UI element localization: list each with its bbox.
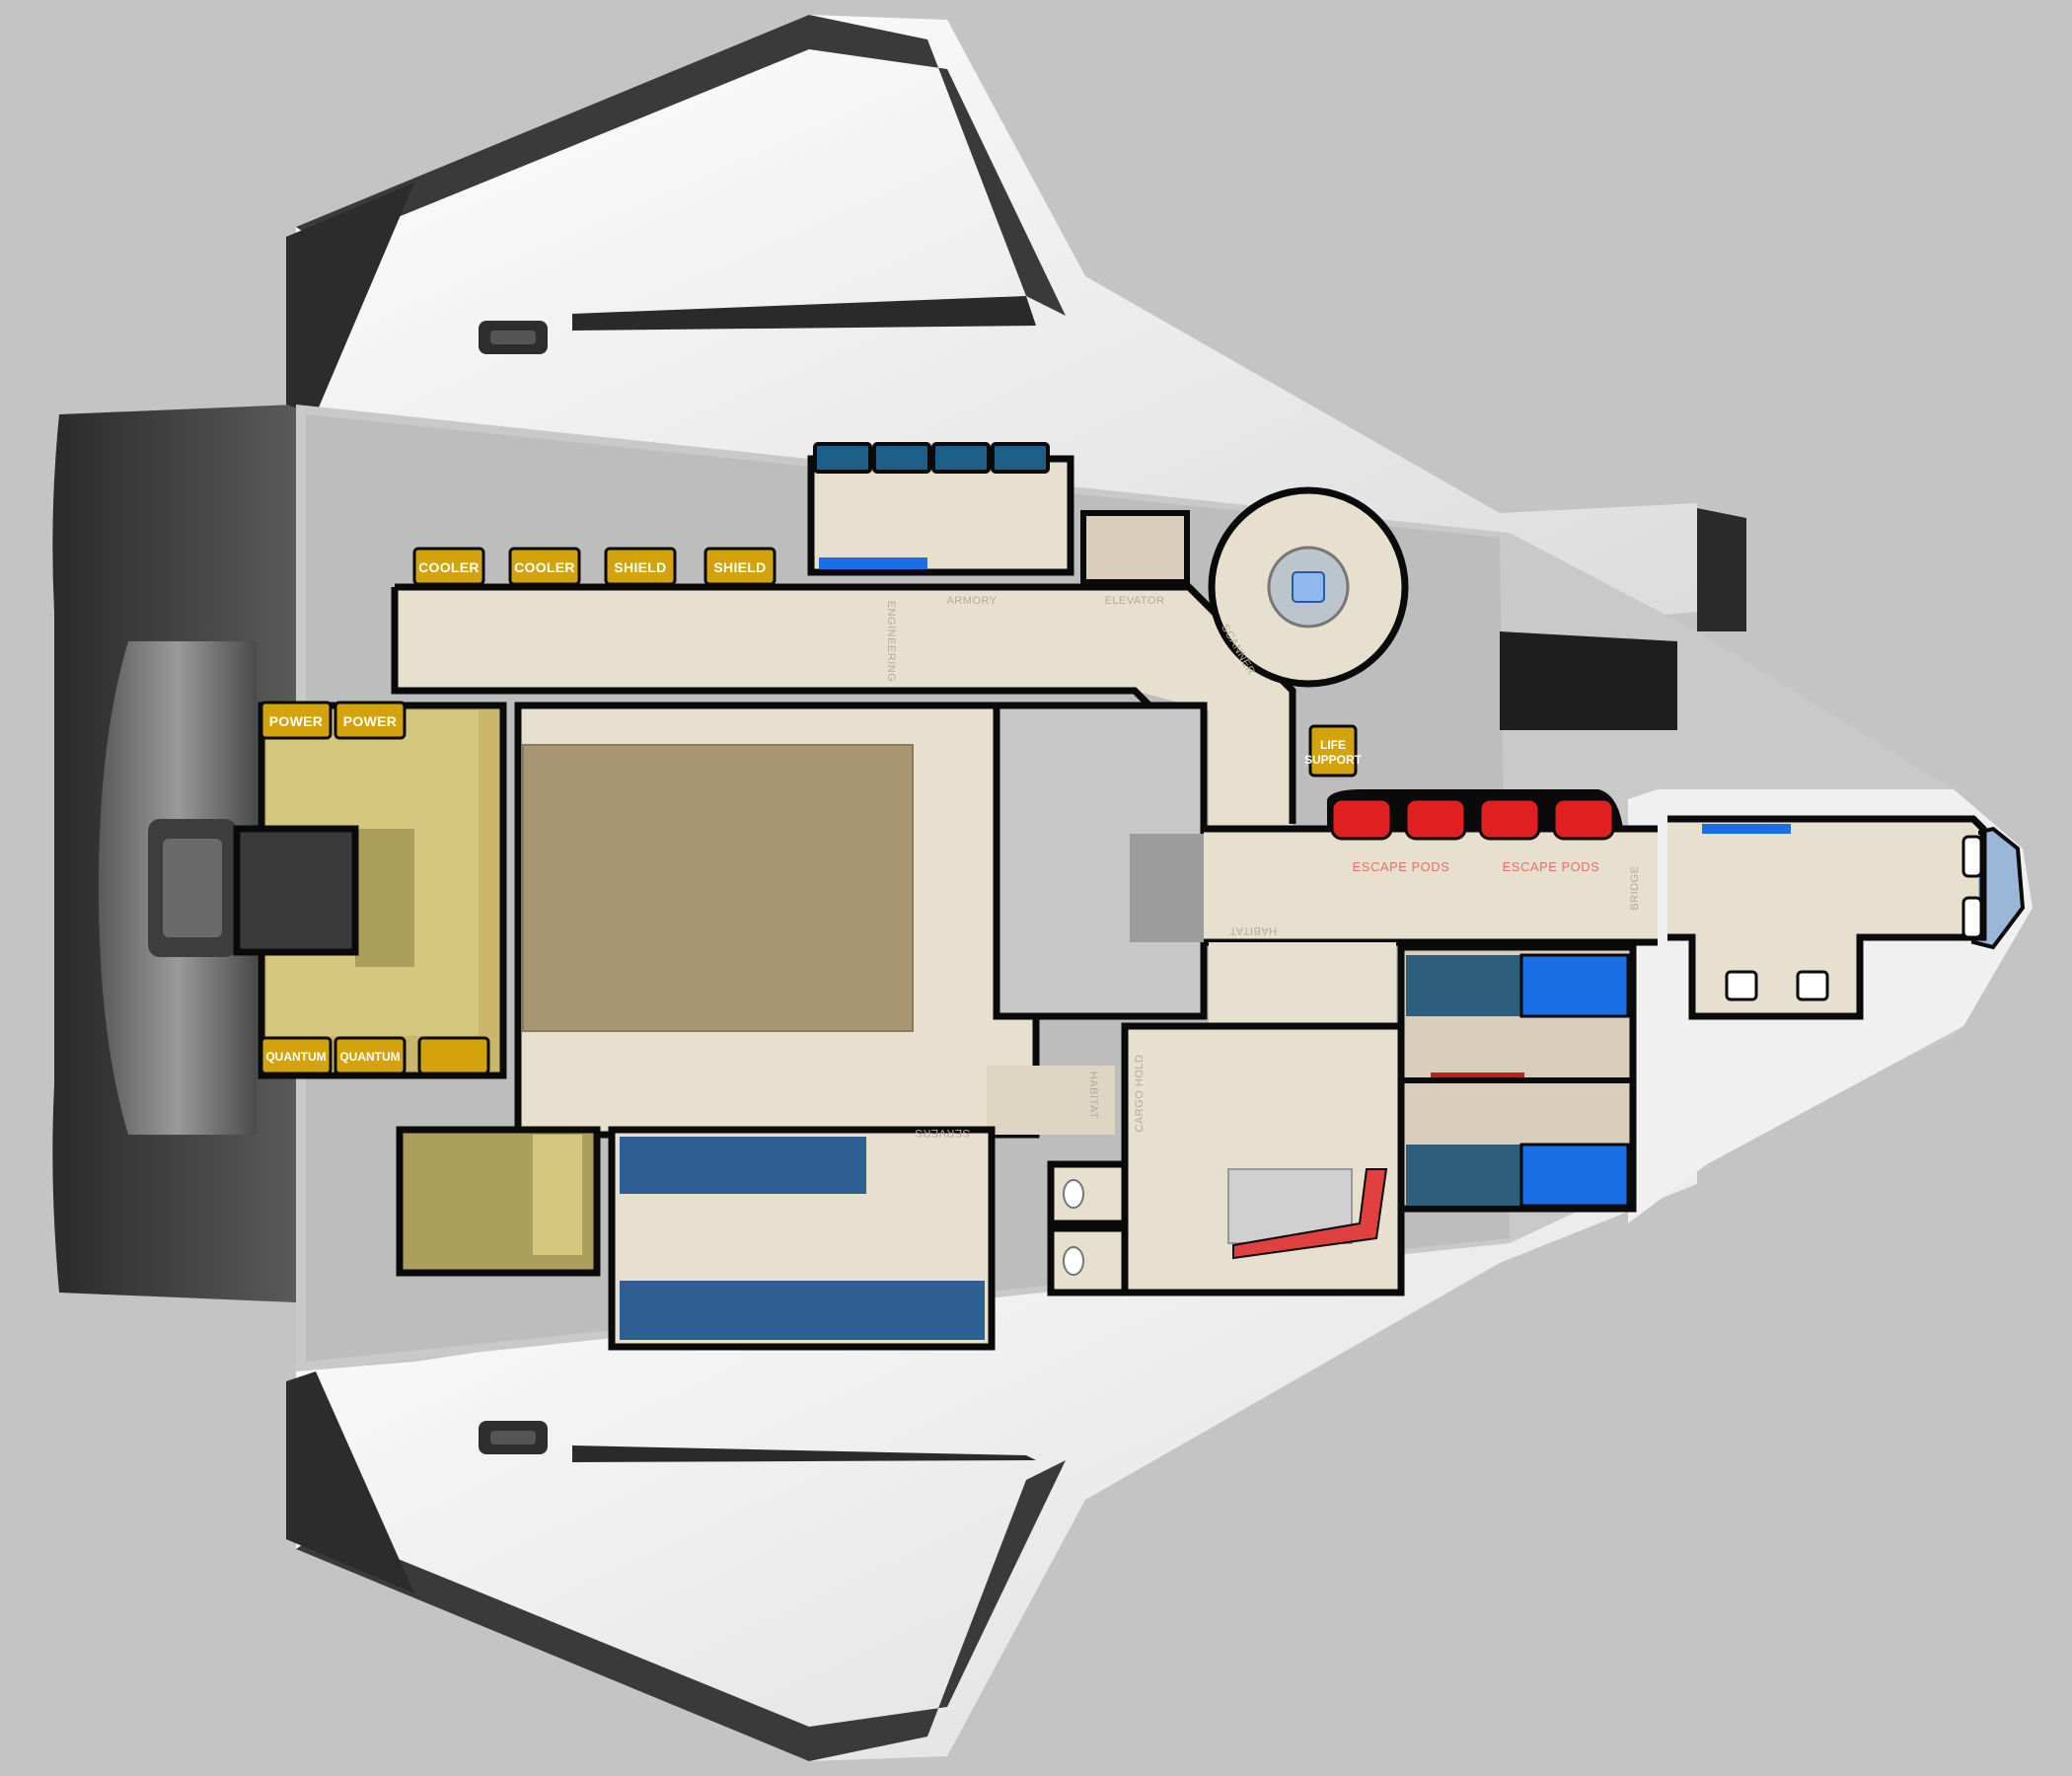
main-hall [514, 702, 1208, 1139]
escape-pods [1327, 789, 1623, 841]
lower-wing-outer-dark [286, 1371, 414, 1593]
cargo-block [396, 1126, 996, 1351]
armory-room [807, 442, 1074, 576]
servers-label: SERVERS [915, 1127, 970, 1139]
armory-label: ARMORY [946, 595, 997, 607]
bridge-label: BRIDGE [1629, 865, 1641, 910]
elevator-shaft [1080, 510, 1190, 585]
engineering-block [233, 702, 507, 1079]
scanner-rotunda [1208, 486, 1409, 688]
component-modules [259, 547, 1358, 1075]
escape-pods-label-2: ESCAPE PODS [1503, 859, 1600, 874]
upper-thruster [1697, 508, 1746, 631]
module-labels: COOLER COOLER SHIELD SHIELD POWER POWER … [265, 559, 1362, 1064]
cooler-label-1: COOLER [418, 559, 480, 575]
quantum-label-1: QUANTUM [265, 1050, 326, 1064]
shield-label-2: SHIELD [713, 559, 766, 575]
life-support-label-1: LIFE [1320, 738, 1346, 752]
habitat-label-lower: HABITAT [1087, 1072, 1099, 1119]
life-support-label-2: SUPPORT [1304, 753, 1363, 767]
quantum-label-2: QUANTUM [339, 1050, 400, 1064]
lounge [1121, 1022, 1405, 1296]
upper-wing-outer-dark [286, 183, 414, 414]
upper-wing-trim [296, 15, 1066, 316]
lower-stripe [572, 1445, 1036, 1462]
elevator-label: ELEVATOR [1105, 595, 1165, 607]
lower-wing-trim [296, 1460, 1066, 1761]
habitat-label-upper: HABITAT [1229, 925, 1277, 936]
bridge [1667, 815, 1987, 1020]
shield-label-1: SHIELD [614, 559, 666, 575]
upper-stripe [572, 296, 1036, 331]
cargo-hold-label: CARGO HOLD [1134, 1055, 1146, 1133]
engineering-label: ENGINEERING [885, 601, 897, 683]
cooler-label-2: COOLER [514, 559, 575, 575]
escape-pods-label-1: ESCAPE PODS [1353, 859, 1450, 874]
crew-quarters [1397, 943, 1637, 1213]
power-label-2: POWER [343, 713, 397, 729]
upper-fin-block [1500, 631, 1677, 730]
restrooms [1047, 1160, 1129, 1296]
power-label-1: POWER [269, 713, 323, 729]
